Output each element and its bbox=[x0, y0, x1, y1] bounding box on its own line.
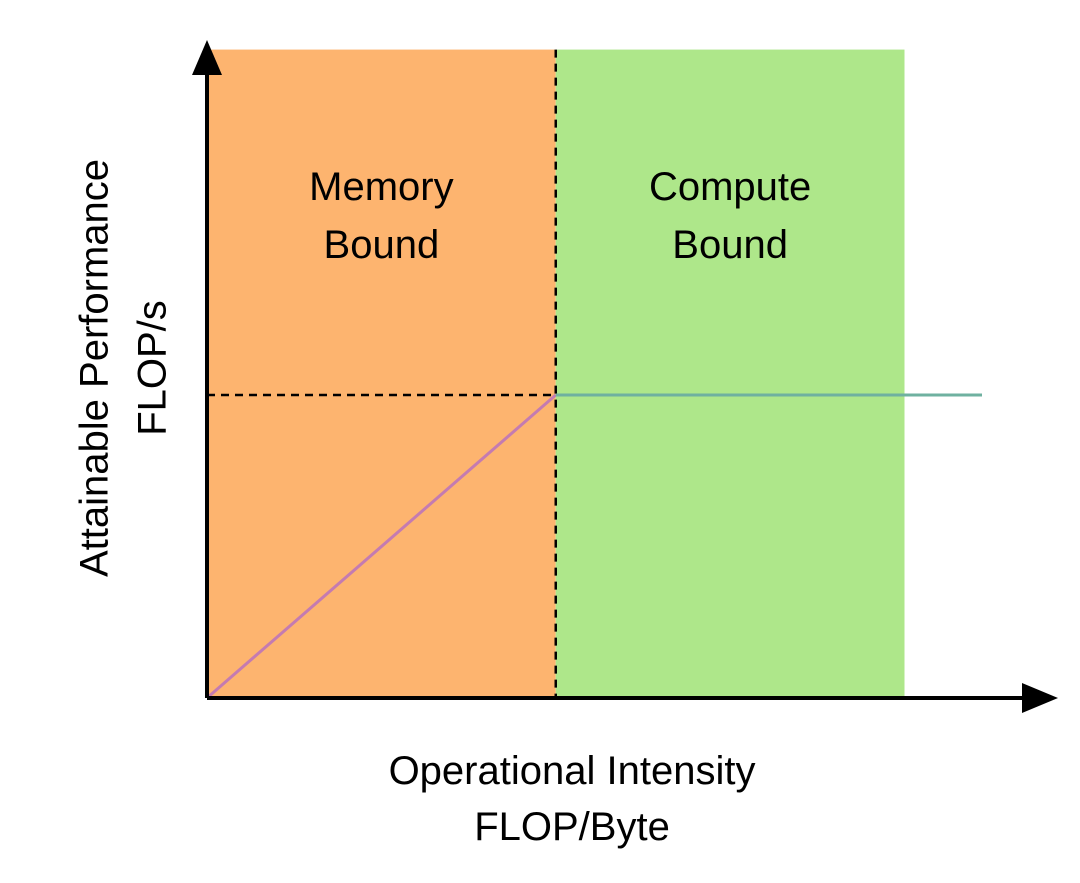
y-axis-label-line-0: Attainable Performance bbox=[73, 159, 117, 577]
x-axis-arrow bbox=[1022, 683, 1058, 713]
axes-layer bbox=[192, 40, 1058, 713]
region-memory-bound bbox=[207, 49, 556, 698]
region-label-1-line-0: Compute bbox=[649, 165, 811, 209]
guides-layer bbox=[207, 49, 557, 698]
region-label-1-line-1: Bound bbox=[672, 223, 788, 267]
y-axis-label-line-1: FLOP/s bbox=[131, 300, 175, 436]
region-label-0-line-1: Bound bbox=[324, 223, 440, 267]
memory-roof-line bbox=[206, 393, 557, 700]
region-compute-bound bbox=[555, 49, 905, 698]
y-axis-arrow bbox=[192, 40, 222, 75]
x-axis-label-line-0: Operational Intensity bbox=[389, 749, 756, 793]
y-axis-label: Attainable Performance FLOP/s bbox=[73, 159, 175, 577]
x-axis-label-line-1: FLOP/Byte bbox=[474, 805, 670, 849]
series-layer bbox=[206, 393, 982, 700]
region-label-0-line-0: Memory bbox=[309, 165, 453, 209]
regions-layer bbox=[207, 49, 905, 698]
